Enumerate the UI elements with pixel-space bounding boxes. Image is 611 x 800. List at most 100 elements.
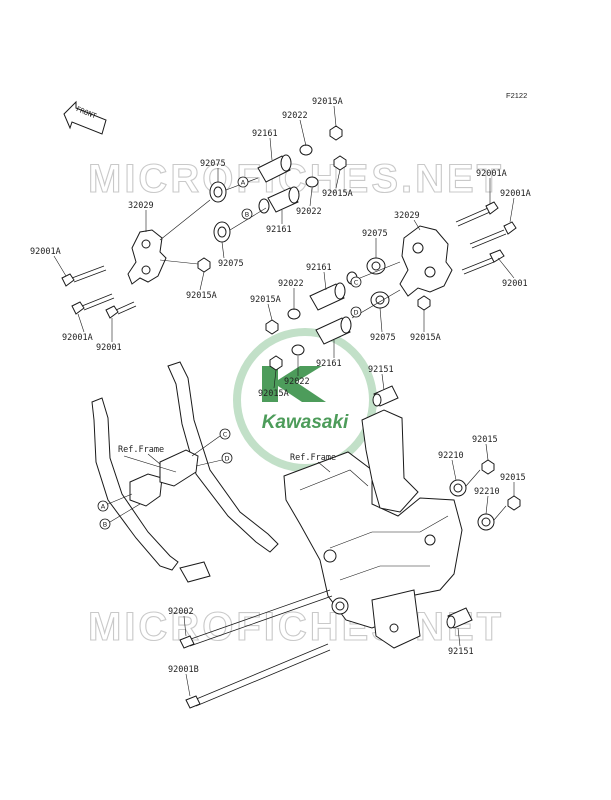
- nut-92015a-top: [329, 125, 343, 141]
- collar-92210-lower: [477, 513, 495, 531]
- part-label: 92015A: [258, 389, 289, 399]
- bolt-right-upper: [455, 201, 499, 227]
- svg-text:C: C: [223, 431, 228, 439]
- part-label: 92015A: [250, 295, 281, 305]
- watermark-bottom: MICROFICHES.NET: [88, 605, 504, 649]
- bushing-92151-bottom: [446, 607, 473, 629]
- bolt-left-short: [105, 301, 137, 319]
- part-label: 92015: [472, 435, 498, 445]
- ref-frame-label-right: Ref.Frame: [290, 453, 336, 463]
- bolt-right-mid: [469, 221, 517, 249]
- callout-d-top: D: [350, 306, 362, 318]
- bolt-left-lower: [71, 293, 115, 315]
- frame-rail-right: [167, 361, 279, 553]
- svg-text:D: D: [224, 455, 229, 463]
- svg-text:D: D: [353, 309, 358, 317]
- bolt-right-lower: [461, 249, 505, 275]
- part-label: 32029: [128, 201, 154, 211]
- part-label: 92015A: [186, 291, 217, 301]
- collar-92161-upper: [257, 154, 292, 183]
- part-labels: 92015A 92022 92161 92075 92015A 92022 92…: [30, 97, 531, 675]
- nut-92015a-mid: [333, 155, 347, 171]
- part-label: 92022: [282, 111, 308, 121]
- part-label: 92001: [502, 279, 528, 289]
- svg-text:C: C: [354, 279, 359, 287]
- mount-c: [159, 449, 199, 487]
- part-label: 92001B: [168, 665, 199, 675]
- damper-92075-upper: [209, 181, 227, 203]
- svg-text:B: B: [103, 521, 107, 529]
- part-label: 92015A: [322, 189, 353, 199]
- part-label: 92015: [500, 473, 526, 483]
- part-label: 92001A: [62, 333, 93, 343]
- washer-92022-right-lower: [291, 344, 305, 356]
- nut-92015-upper: [481, 459, 495, 475]
- nut-92015a-r1: [265, 319, 279, 335]
- part-label: 92001: [96, 343, 122, 353]
- shaft-92002: [179, 589, 333, 649]
- svg-text:A: A: [241, 179, 246, 187]
- part-label: 92075: [200, 159, 226, 169]
- svg-text:A: A: [101, 503, 106, 511]
- svg-text:B: B: [245, 211, 249, 219]
- figure-code: F2122: [506, 91, 527, 100]
- collar-92161-right-upper: [309, 282, 346, 311]
- part-label: 92022: [284, 377, 310, 387]
- ref-frame-label-left: Ref.Frame: [118, 445, 164, 455]
- bushing-92151-top: [372, 385, 399, 407]
- callout-c-bottom: C: [219, 428, 231, 440]
- part-label: 92022: [296, 207, 322, 217]
- bolt-left-upper: [61, 265, 107, 287]
- mount-a: [129, 473, 163, 507]
- kawasaki-logo: Kawasaki: [233, 328, 377, 472]
- part-label: 92151: [448, 647, 474, 657]
- callout-a-top: A: [237, 176, 249, 188]
- nut-92015a-r3: [417, 295, 431, 311]
- frame-rail-left: [91, 397, 179, 571]
- part-label: 32029: [394, 211, 420, 221]
- main-frame: [283, 451, 463, 629]
- part-label: 92210: [474, 487, 500, 497]
- collar-92161-lower: [267, 186, 300, 213]
- part-label: 92161: [316, 359, 342, 369]
- part-label: 92161: [306, 263, 332, 273]
- part-label: 92015A: [410, 333, 441, 343]
- nut-92015a-left: [197, 257, 211, 273]
- washer-92022-upper: [299, 144, 313, 156]
- part-label: 92001A: [30, 247, 61, 257]
- bracket-right: [399, 225, 453, 297]
- leader-lines: [53, 105, 515, 697]
- part-label: 92015A: [312, 97, 343, 107]
- washer-92022-lower: [305, 176, 319, 188]
- part-label: 92075: [370, 333, 396, 343]
- callout-d-bottom: D: [221, 452, 233, 464]
- part-label: 92161: [252, 129, 278, 139]
- part-label: 92002: [168, 607, 194, 617]
- part-label: 92161: [266, 225, 292, 235]
- logo-text: Kawasaki: [262, 412, 349, 433]
- callout-a-bottom: A: [97, 500, 109, 512]
- washer-92022-right-upper: [287, 308, 301, 320]
- part-label: 92001A: [500, 189, 531, 199]
- part-label: 92075: [362, 229, 388, 239]
- part-label: 92001A: [476, 169, 507, 179]
- rail-end: [179, 561, 211, 583]
- front-arrow-icon: FRONT: [63, 100, 107, 135]
- callout-c-top: C: [350, 276, 362, 288]
- part-label: 92210: [438, 451, 464, 461]
- damper-92075-lower: [213, 221, 231, 243]
- callout-b-bottom: B: [99, 518, 111, 530]
- bracket-left: [127, 229, 167, 285]
- collar-92210-upper: [449, 479, 467, 497]
- part-label: 92075: [218, 259, 244, 269]
- collar-92161-right-lower: [315, 316, 352, 345]
- shaft-92001b: [185, 643, 331, 709]
- frame-lower-bracket: [371, 589, 421, 649]
- nut-92015-lower: [507, 495, 521, 511]
- part-label: 92022: [278, 279, 304, 289]
- part-label: 92151: [368, 365, 394, 375]
- frame-column: [361, 409, 419, 513]
- nut-92015a-r2: [269, 355, 283, 371]
